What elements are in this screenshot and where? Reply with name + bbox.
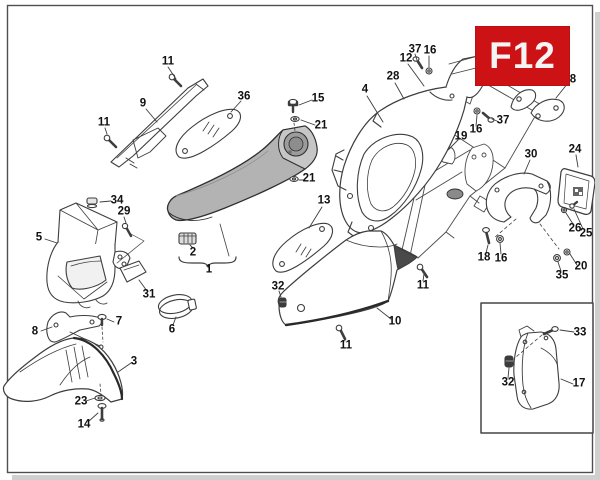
part-callout-16: 16	[423, 44, 437, 57]
part-callout-30: 30	[524, 148, 538, 161]
part-callout-18: 18	[477, 251, 491, 264]
part-callout-33: 33	[573, 326, 587, 339]
part-callout-23: 23	[74, 395, 88, 408]
part-callout-34: 34	[110, 194, 124, 207]
side-panel-part	[277, 230, 429, 341]
part-callout-35: 35	[555, 269, 569, 282]
part-callout-2: 2	[189, 246, 197, 259]
decal-13-part	[272, 222, 333, 273]
part-callout-10: 10	[388, 315, 402, 328]
part-callout-1: 1	[205, 263, 213, 276]
part-callout-6: 6	[168, 323, 176, 336]
part-callout-9: 9	[139, 97, 147, 110]
front-fender-part	[2, 336, 124, 422]
headlight-mask-part	[46, 197, 145, 309]
rear-fender-part	[331, 55, 487, 239]
part-callout-17: 17	[572, 377, 586, 390]
part-callout-4: 4	[361, 83, 369, 96]
fastener-set-right	[482, 227, 571, 262]
part-callout-37: 37	[408, 43, 422, 56]
pad-31-part	[119, 260, 147, 283]
part-callout-24: 24	[568, 143, 582, 156]
figure-code: F12	[489, 35, 556, 76]
part-callout-36: 36	[237, 90, 251, 103]
fastener-set-top	[412, 56, 495, 123]
seat-part	[166, 125, 318, 222]
part-callout-16: 16	[469, 123, 483, 136]
part-callout-15: 15	[311, 92, 325, 105]
part-callout-21: 21	[302, 172, 316, 185]
clamp-part	[157, 294, 197, 320]
part-callout-14: 14	[77, 418, 91, 431]
inset-box	[480, 302, 594, 434]
part-callout-21: 21	[314, 119, 328, 132]
part-callout-16: 16	[494, 252, 508, 265]
leader-lines	[40, 53, 584, 422]
part-callout-7: 7	[115, 315, 123, 328]
support-bracket-part	[485, 172, 560, 250]
part-callout-28: 28	[386, 70, 400, 83]
part-callout-8: 8	[569, 73, 577, 86]
seat-assembly-brace	[178, 223, 237, 268]
part-callout-29: 29	[117, 205, 131, 218]
page-edge-shadow-bottom	[12, 475, 600, 480]
part-callout-37: 37	[496, 114, 510, 127]
decal-36-part	[175, 108, 241, 159]
part-callout-3: 3	[130, 355, 138, 368]
page-edge-shadow-right	[595, 12, 600, 480]
part-callout-26: 26	[568, 222, 582, 235]
part-callout-20: 20	[574, 260, 588, 273]
seat-bolt-part	[287, 98, 300, 182]
fork-guard-part	[513, 331, 560, 410]
part-callout-25: 25	[579, 227, 593, 240]
part-callout-11: 11	[97, 116, 111, 129]
part-callout-13: 13	[317, 194, 331, 207]
part-callout-32: 32	[271, 280, 285, 293]
part-callout-12: 12	[399, 52, 413, 65]
part-callout-19: 19	[454, 130, 468, 143]
part-callout-32: 32	[501, 376, 515, 389]
figure-code-badge: F12	[475, 26, 570, 86]
part-callout-11: 11	[416, 279, 430, 292]
number-plate-part	[557, 168, 596, 215]
part-callout-8: 8	[31, 325, 39, 338]
part-callout-5: 5	[35, 231, 43, 244]
part-callout-11: 11	[339, 339, 353, 352]
part-callout-11: 11	[161, 55, 175, 68]
rear-bracket-pair-part	[510, 89, 565, 122]
part-callout-31: 31	[142, 288, 156, 301]
